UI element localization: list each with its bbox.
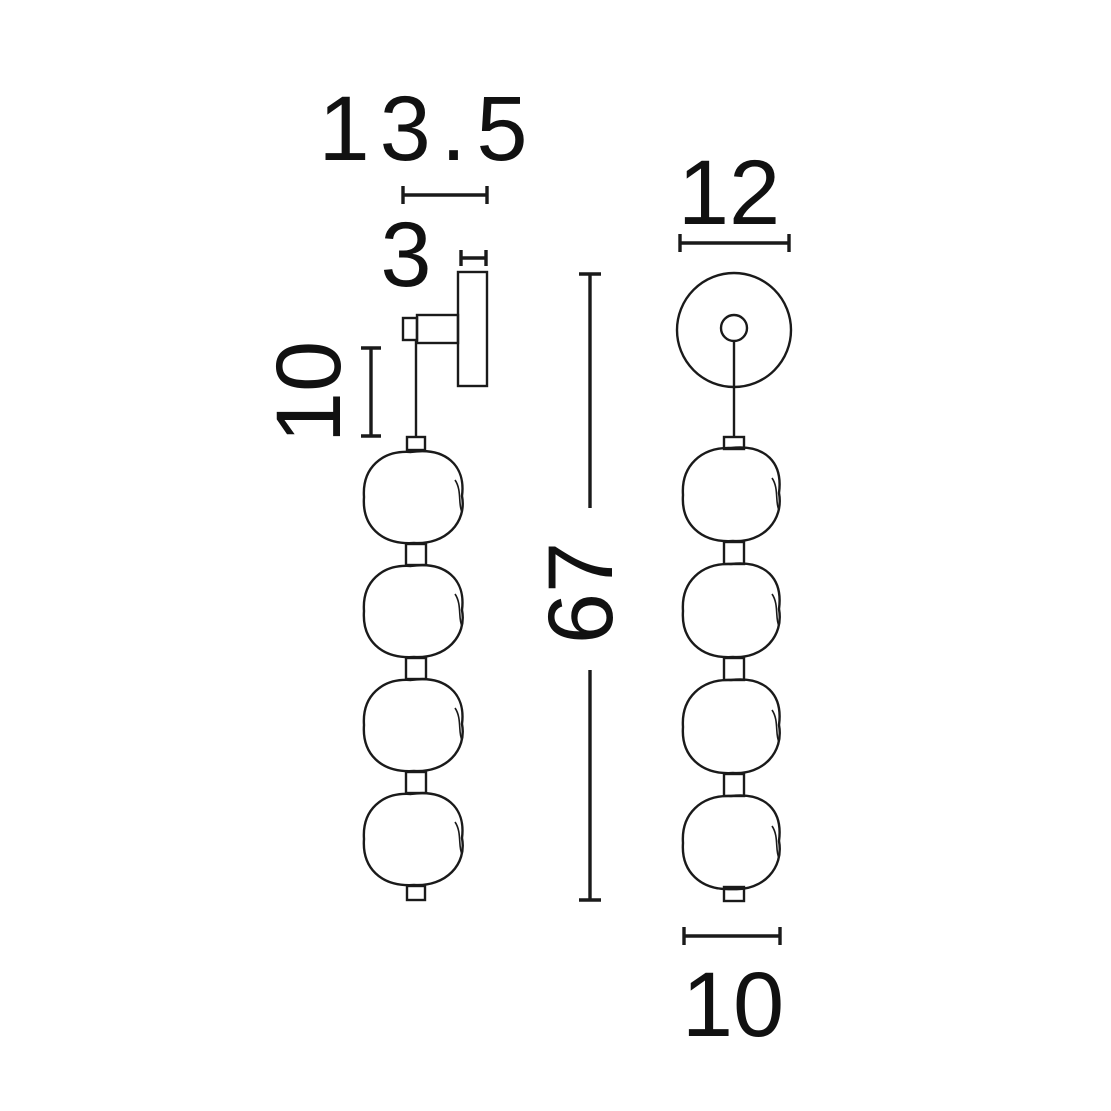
globe-front-3 — [681, 678, 781, 775]
dim-label-plate-depth: 3 — [380, 204, 431, 306]
globe-front-4 — [681, 794, 781, 891]
globe-front-2 — [681, 562, 781, 659]
dim-line-drop — [361, 346, 381, 438]
dim-label-globe-diameter: 10 — [682, 954, 784, 1056]
connector-front-3 — [722, 772, 746, 798]
wall-arm — [415, 313, 460, 345]
connector-3 — [404, 770, 428, 795]
dim-line-height — [579, 272, 601, 902]
top-cap — [405, 435, 427, 452]
connector-1 — [404, 542, 428, 567]
globe-2 — [362, 563, 464, 659]
connector-2 — [404, 656, 428, 681]
globe-3 — [362, 677, 464, 773]
side-view-lamp — [362, 270, 489, 902]
wall-plate — [456, 270, 489, 388]
dim-line-canopy-diameter — [678, 234, 791, 252]
bottom-cap — [405, 884, 427, 902]
bottom-cap-front — [722, 885, 746, 903]
connector-front-2 — [722, 656, 746, 682]
dim-line-globe-diameter — [682, 927, 782, 945]
connector-front-1 — [722, 540, 746, 566]
globe-4 — [362, 791, 464, 887]
dim-label-depth-total: 13.5 — [318, 78, 537, 180]
globe-front-1 — [681, 446, 781, 543]
canopy-hub — [719, 313, 749, 343]
dim-label-canopy-diameter: 12 — [678, 142, 780, 244]
dim-label-height: 67 — [530, 542, 632, 644]
dim-line-depth-total — [401, 186, 489, 204]
dim-label-drop: 10 — [258, 341, 360, 443]
arm-tip — [401, 316, 419, 342]
dim-line-plate-depth — [459, 250, 488, 266]
top-cap-front — [722, 435, 746, 451]
front-view-lamp — [675, 271, 793, 903]
globe-1 — [362, 449, 464, 545]
